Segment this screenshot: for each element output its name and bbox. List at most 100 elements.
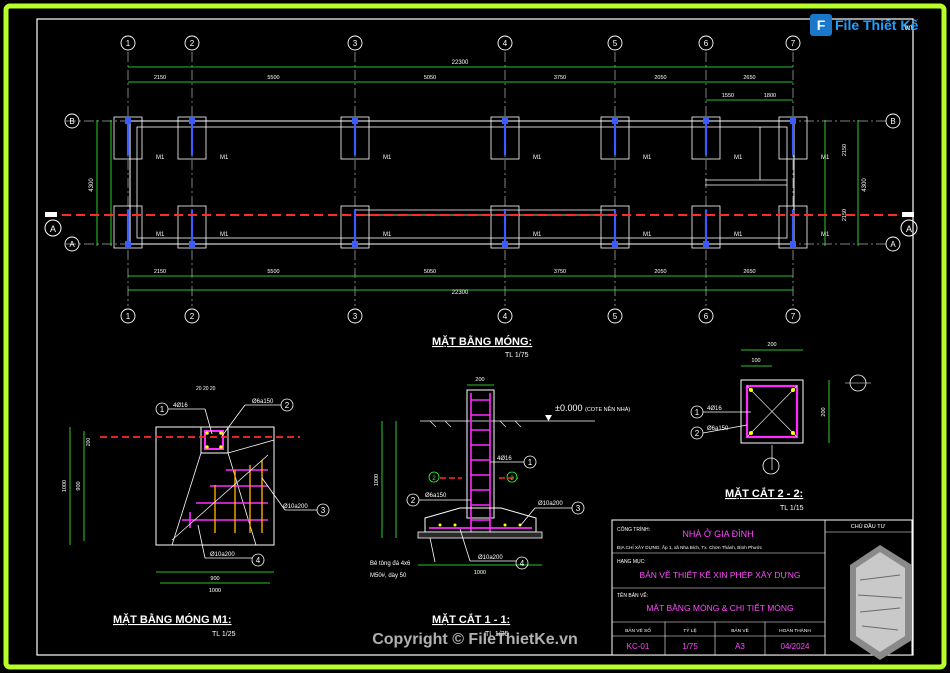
- footing-m1: M1: [691, 116, 743, 161]
- svg-text:4: 4: [520, 559, 525, 568]
- grid-bubble-label: A: [890, 240, 896, 249]
- grid-bubble: [885, 236, 901, 252]
- grid-bubble-label: B: [890, 117, 895, 126]
- svg-text:2: 2: [411, 496, 416, 505]
- tb-owner-label: CHỦ ĐẦU TƯ: [851, 523, 886, 530]
- svg-text:2: 2: [432, 476, 436, 482]
- footing-label: M1: [821, 232, 830, 238]
- grid-bubble-label: A: [69, 240, 75, 249]
- svg-text:1000: 1000: [62, 480, 68, 492]
- plan-overall-dim-bottom: 22300: [452, 290, 469, 296]
- svg-text:1: 1: [528, 458, 533, 467]
- svg-text:100: 100: [751, 358, 760, 364]
- footing-label: M1: [643, 155, 652, 161]
- svg-text:F: F: [817, 17, 826, 33]
- grid-bubble: [698, 35, 714, 51]
- footing-m1: M1: [113, 116, 165, 161]
- tb-drawing: MẶT BẰNG MÓNG & CHI TIẾT MÓNG: [646, 603, 793, 613]
- plan-span-bottom: 3750: [554, 269, 566, 275]
- svg-text:200: 200: [821, 407, 827, 416]
- plan-span-top: 5050: [424, 75, 436, 81]
- grid-bubble-label: 2: [190, 312, 195, 321]
- svg-text:2150: 2150: [842, 209, 848, 221]
- plan-overall-dim-top: 22300: [452, 60, 469, 66]
- column: [612, 241, 618, 247]
- column: [790, 241, 796, 247]
- grid-bubble-label: 4: [503, 39, 508, 48]
- grid-bubble-label: 5: [613, 39, 618, 48]
- tb-drawing-label: TÊN BẢN VẼ:: [617, 591, 648, 599]
- grid-bubble: [347, 308, 363, 324]
- level-mark: ±0.000: [555, 403, 582, 413]
- grid-bubble-label: 7: [791, 312, 796, 321]
- s22-callout-1: 4Ø16: [707, 406, 722, 412]
- grid-bubble: [347, 35, 363, 51]
- grid-bubble-label: 3: [353, 312, 358, 321]
- grid-bubble: [64, 113, 80, 129]
- plan-span-bottom: 5050: [424, 269, 436, 275]
- plan-span-top: 2050: [654, 75, 666, 81]
- svg-text:1000: 1000: [209, 588, 221, 594]
- column: [703, 241, 709, 247]
- m1-scale: TL 1/25: [212, 631, 236, 638]
- tb-value: A3: [735, 642, 745, 651]
- plan-title: MẶT BẰNG MÓNG:: [432, 335, 532, 348]
- svg-text:200: 200: [767, 342, 776, 348]
- grid-bubble: [785, 308, 801, 324]
- footing-label: M1: [156, 155, 165, 161]
- drawing-frame-outer: [3, 3, 947, 670]
- copyright-watermark: Copyright © FileThietKe.vn: [372, 631, 578, 648]
- grid-bubble: [607, 308, 623, 324]
- grid-bubble-label: 6: [704, 312, 709, 321]
- plan-span-top: 5500: [267, 75, 279, 81]
- svg-text:A: A: [906, 224, 912, 234]
- plan-right-total: 4300: [862, 178, 868, 192]
- footing-label: M1: [643, 232, 652, 238]
- svg-text:900: 900: [210, 576, 219, 582]
- tb-category-label: HẠNG MỤC:: [617, 559, 646, 565]
- grid-bubble-label: 4: [503, 312, 508, 321]
- grid-bubble: [785, 35, 801, 51]
- s22-title: MẶT CẮT 2 - 2:: [725, 487, 803, 500]
- tb-header: BẢN VẼ: [731, 627, 749, 634]
- section-2-2: 200 100 200 1 2 4Ø16 Ø6a150 MẶT CẮT 2 - …: [690, 342, 871, 512]
- footing-m1: M1: [177, 116, 229, 161]
- svg-text:2: 2: [510, 476, 514, 482]
- footing-m1: M1: [490, 205, 542, 249]
- tb-project: NHÀ Ở GIA ĐÌNH: [682, 528, 753, 539]
- grid-bubble-label: 6: [704, 39, 709, 48]
- grid-bubble: [607, 35, 623, 51]
- footing-m1: M1: [691, 205, 743, 249]
- svg-text:1000: 1000: [374, 474, 380, 486]
- s22-callout-2: Ø6a150: [707, 426, 729, 432]
- plan-span-bottom: 2650: [743, 269, 755, 275]
- drawing-frame-inner: [36, 18, 914, 656]
- tb-value: KC-01: [627, 642, 650, 651]
- level-note: (COTE NỀN NHÀ): [585, 406, 630, 413]
- grid-bubble: [120, 35, 136, 51]
- svg-text:2: 2: [285, 401, 290, 410]
- tb-header: HOÀN THÀNH: [779, 627, 811, 634]
- column: [502, 241, 508, 247]
- section-mark-left: A: [44, 212, 62, 237]
- svg-text:2150: 2150: [842, 144, 848, 156]
- tb-address: ĐỊA CHỈ XÂY DỰNG: Ấp 1, xã Nha Bích, Tx.…: [617, 544, 763, 550]
- tb-category: BẢN VẼ THIẾT KẾ XIN PHÉP XÂY DỰNG: [639, 569, 800, 580]
- tb-value: 04/2024: [781, 642, 810, 651]
- tb-project-label: CÔNG TRÌNH:: [617, 526, 650, 533]
- m1-callout-4: Ø10a200: [210, 552, 235, 558]
- footing-label: M1: [734, 155, 743, 161]
- grid-bubble-label: B: [69, 117, 74, 126]
- grid-bubble: [698, 308, 714, 324]
- plan-sub-span-2: 1800: [764, 93, 776, 99]
- footing-label: M1: [156, 232, 165, 238]
- plan-left-total: 4300: [89, 178, 95, 192]
- brand-logo-text: File Thiết Kế: [835, 17, 918, 33]
- section-mark-right: A: [900, 212, 918, 237]
- svg-text:200: 200: [86, 438, 92, 447]
- column: [125, 241, 131, 247]
- grid-bubble: [497, 308, 513, 324]
- title-block: CÔNG TRÌNH: NHÀ Ở GIA ĐÌNH ĐỊA CHỈ XÂY D…: [611, 519, 913, 660]
